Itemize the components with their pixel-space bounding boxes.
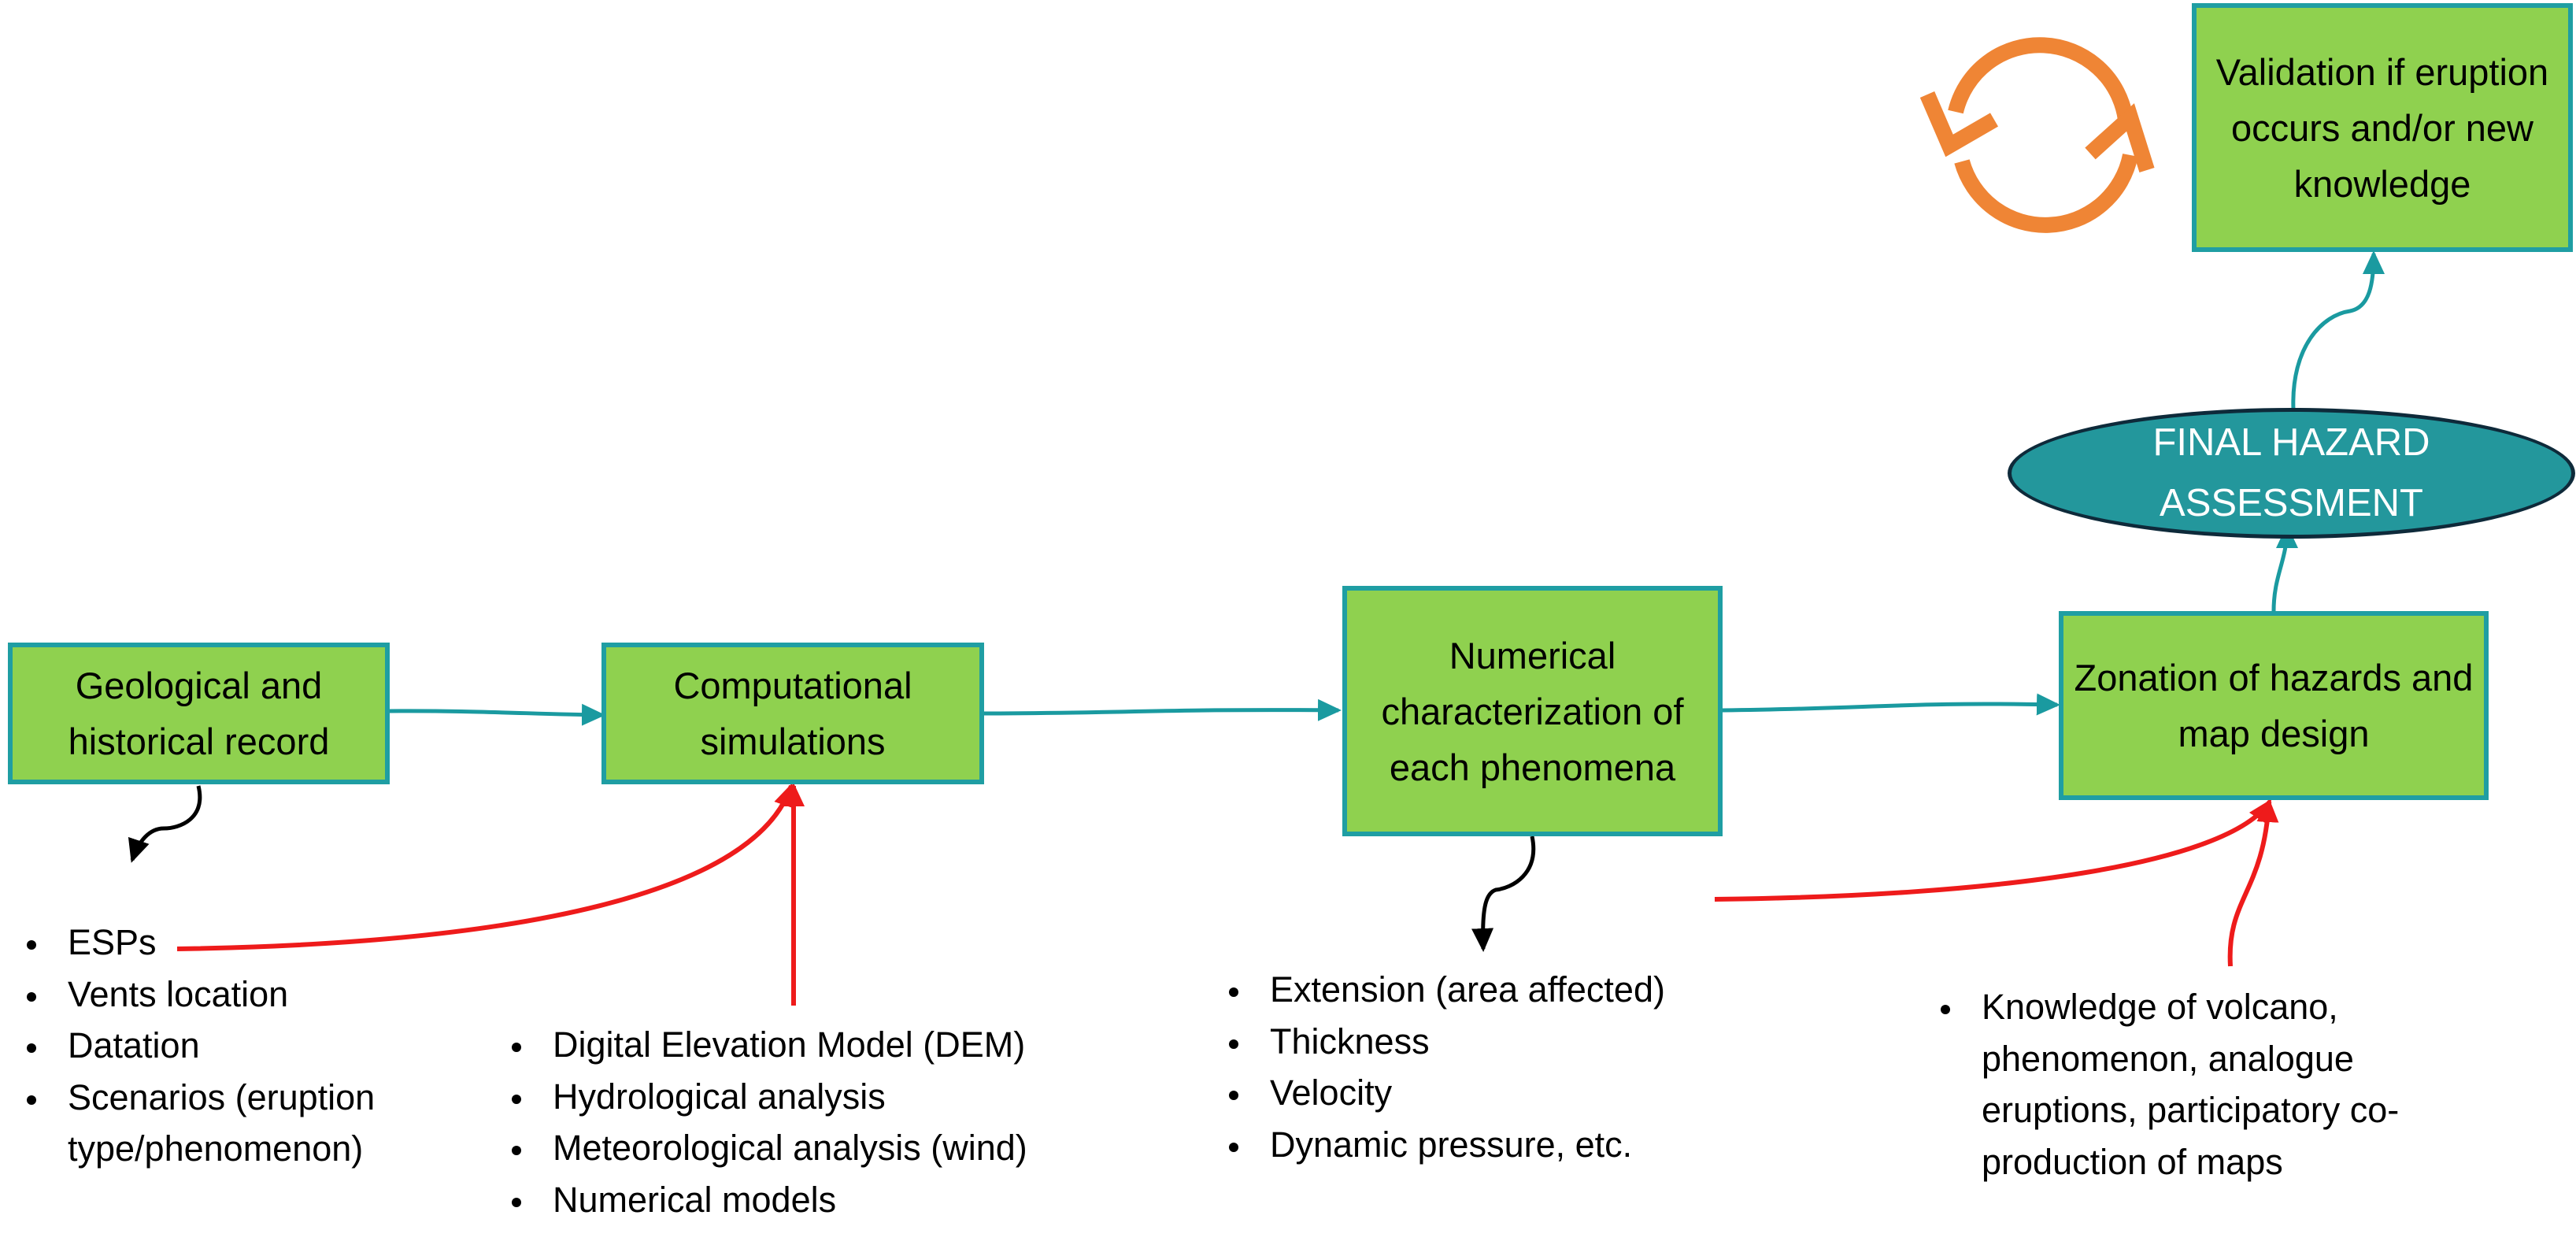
list-item: Scenarios (eruption type/phenomenon) [20, 1072, 453, 1175]
node-computational-simulations: Computational simulations [601, 643, 984, 784]
arrow-numerical-to-outputs [1471, 835, 1536, 952]
list-item: Velocity [1223, 1067, 1742, 1119]
node-geological-record-label: Geological and historical record [68, 665, 330, 762]
arrow-phenomena-to-zonation [1714, 798, 2272, 902]
list-simulation-inputs: Digital Elevation Model (DEM) Hydrologic… [505, 1019, 1104, 1225]
list-item: Knowledge of volcano, phenomenon, analog… [1934, 981, 2485, 1187]
node-geological-record: Geological and historical record [8, 643, 390, 784]
list-item: Thickness [1223, 1016, 1742, 1068]
list-phenomena-outputs: Extension (area affected) Thickness Velo… [1223, 964, 1742, 1170]
list-item: Meteorological analysis (wind) [505, 1122, 1104, 1174]
arrow-knowledge-to-zonation [2227, 798, 2279, 967]
list-item: Hydrological analysis [505, 1071, 1104, 1123]
node-zonation: Zonation of hazards and map design [2059, 611, 2489, 800]
list-item: Dynamic pressure, etc. [1223, 1119, 1742, 1171]
list-geological-inputs: ESPs Vents location Datation Scenarios (… [20, 917, 446, 1175]
arrow-esps-to-computational [176, 783, 795, 951]
list-item: Vents location [20, 969, 446, 1021]
list-item: Extension (area affected) [1223, 964, 1742, 1016]
arrow-zonation-to-final [2271, 524, 2298, 612]
arrow-final-to-validation [2291, 250, 2385, 410]
refresh-cycle-icon [1919, 37, 2155, 233]
node-validation: Validation if eruption occurs and/or new… [2192, 3, 2573, 252]
list-item: Datation [20, 1020, 446, 1072]
node-zonation-label: Zonation of hazards and map design [2074, 657, 2474, 754]
node-final-hazard-assessment-label: FINAL HAZARD ASSESSMENT [2152, 421, 2430, 524]
list-item: Digital Elevation Model (DEM) [505, 1019, 1104, 1071]
arrow-geological-to-inputs [128, 785, 202, 863]
list-item: ESPs [20, 917, 446, 969]
node-numerical-characterization: Numerical characterization of each pheno… [1342, 586, 1723, 836]
list-zonation-inputs: Knowledge of volcano, phenomenon, analog… [1934, 981, 2478, 1187]
node-final-hazard-assessment: FINAL HAZARD ASSESSMENT [2008, 408, 2575, 539]
node-computational-simulations-label: Computational simulations [673, 665, 912, 762]
arrow-computational-to-numerical [982, 698, 1342, 721]
node-numerical-characterization-label: Numerical characterization of each pheno… [1381, 634, 1684, 788]
list-item: Numerical models [505, 1174, 1104, 1226]
arrow-geological-to-computational [387, 703, 605, 726]
node-validation-label: Validation if eruption occurs and/or new… [2215, 50, 2549, 205]
arrow-numerical-to-zonation [1722, 693, 2060, 716]
